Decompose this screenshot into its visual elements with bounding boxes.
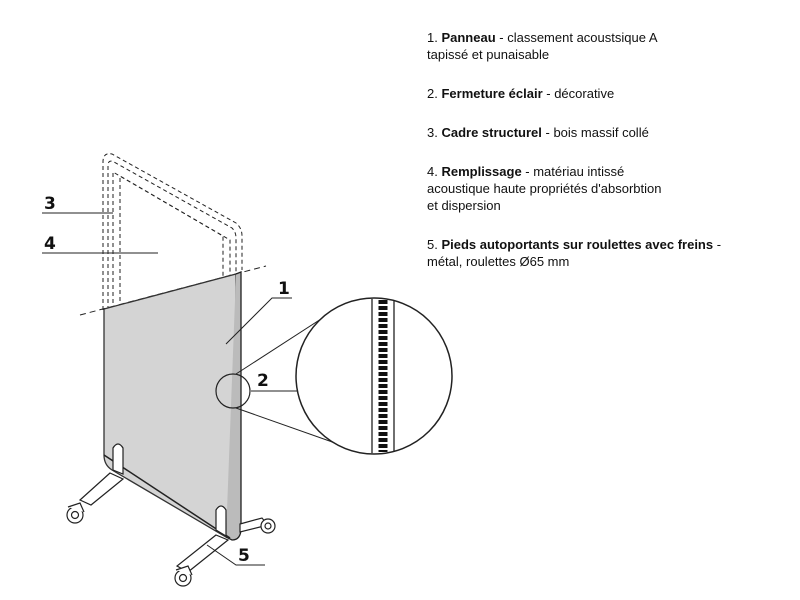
callout-5: 5 [238,546,250,566]
legend-title: Panneau [441,30,496,45]
legend-num: 4. [427,164,438,179]
legend-desc: et dispersion [427,198,501,213]
legend-num: 3. [427,125,438,140]
legend-item-1: 1. Panneau - classement acoustsique A ta… [427,29,797,63]
legend-desc: acoustique haute propriétés d'absorbtion [427,181,662,196]
legend-num: 5. [427,237,438,252]
legend-title: Pieds autoportants sur roulettes avec fr… [441,237,714,252]
legend-title: Cadre structurel [441,125,542,140]
legend-title: Fermeture éclair [441,86,543,101]
legend-item-2: 2. Fermeture éclair - décorative [427,85,797,102]
legend-item-4: 4. Remplissage - matériau intissé acoust… [427,163,797,214]
callout-3: 3 [44,194,56,214]
callout-1: 1 [278,279,290,299]
leader-lines [42,212,298,566]
zipper-detail-marker [215,373,251,409]
legend-desc: - [713,237,722,252]
callout-4: 4 [44,234,56,254]
legend-item-3: 3. Cadre structurel - bois massif collé [427,124,797,141]
legend-num: 1. [427,30,438,45]
legend-desc: - bois massif collé [541,125,649,140]
callout-2: 2 [257,371,269,391]
feet-with-casters [66,443,276,587]
legend-desc: métal, roulettes Ø65 mm [427,254,570,269]
legend-desc: - matériau intissé [521,164,625,179]
structural-frame [102,153,243,310]
zipper-detail-zoom [295,297,453,455]
panel-bottom-edge [103,454,231,539]
legend-title: Remplissage [441,164,522,179]
legend-desc: - classement acoustsique A [495,30,658,45]
legend-num: 2. [427,86,438,101]
legend: 1. Panneau - classement acoustsique A ta… [427,29,797,292]
legend-desc: - décorative [542,86,615,101]
legend-desc: tapissé et punaisable [427,47,550,62]
legend-item-5: 5. Pieds autoportants sur roulettes avec… [427,236,797,270]
